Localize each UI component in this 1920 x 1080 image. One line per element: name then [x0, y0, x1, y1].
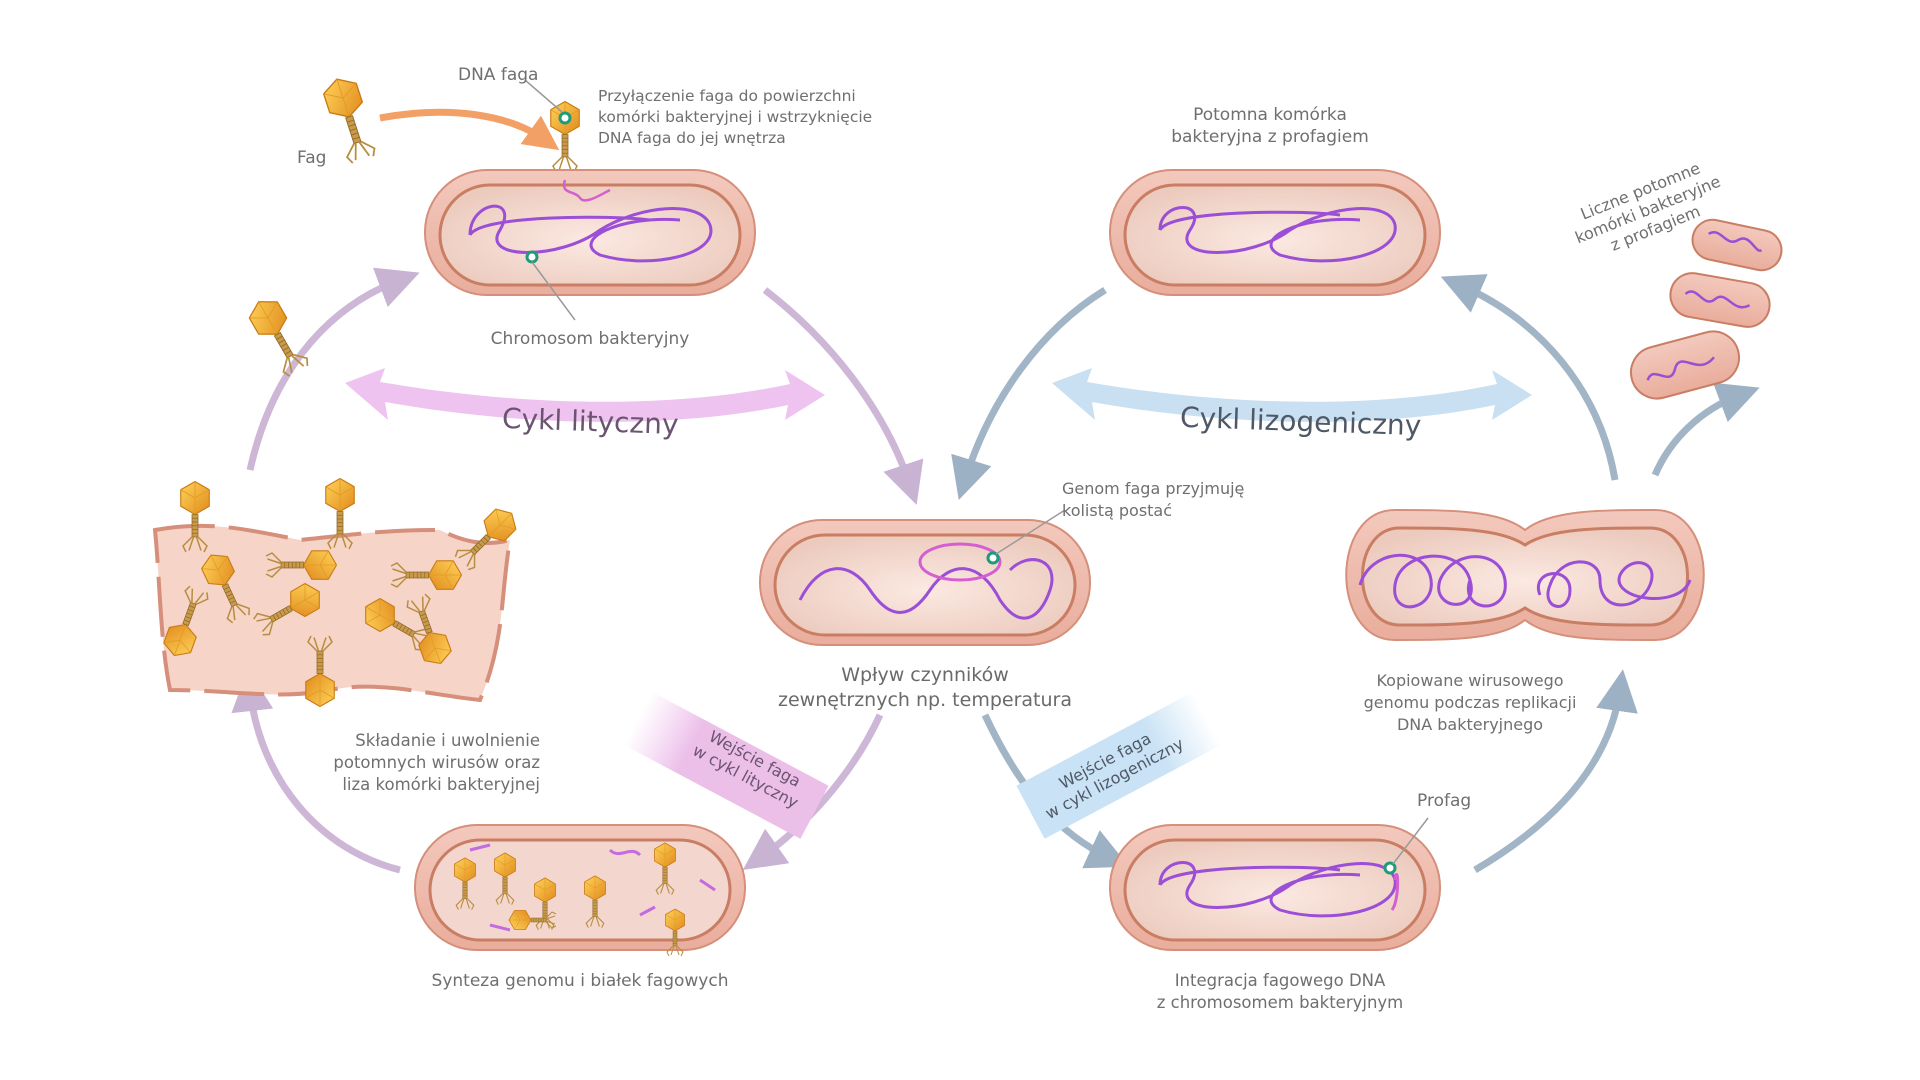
cell-circular-genome [759, 509, 1091, 646]
entry-lytic-band [623, 691, 829, 839]
label-daughter-cell: Potomna komórka bakteryjna z profagiem [1171, 105, 1369, 147]
cell-attachment [424, 169, 756, 321]
lytic-cycle-banner [345, 368, 825, 422]
arrow-integration-to-copying [1473, 669, 1638, 874]
arrow-lysis-to-attachment [246, 267, 420, 471]
arrow-synthesis-to-lysis [231, 669, 401, 874]
cell-dividing [1345, 508, 1705, 642]
infection-arrow [379, 108, 560, 151]
label-synthesis: Synteza genomu i białek fagowych [431, 971, 729, 991]
label-attachment: Przyłączenie faga do powierzchni komórki… [598, 87, 873, 147]
label-external-factors: Wpływ czynników zewnętrznych np. tempera… [778, 664, 1072, 711]
phage-dna-marker [558, 111, 572, 125]
arrow-external-to-synthesis [742, 713, 884, 871]
arrow-copying-to-daughter [1440, 274, 1619, 481]
label-integration: Integracja fagowego DNA z chromosomem ba… [1156, 971, 1404, 1012]
cells-many-daughters [1629, 218, 1783, 400]
arrow-attachment-to-external [762, 287, 924, 505]
label-prophage: Profag [1417, 791, 1472, 811]
arrow-daughter-to-external [951, 287, 1107, 501]
dna-faga-pointer [524, 79, 563, 113]
arrow-copying-to-many [1651, 382, 1760, 477]
cell-daughter-prophage [1109, 169, 1441, 296]
free-phage [319, 72, 381, 166]
cell-integration [1109, 817, 1441, 951]
cell-lysis [152, 477, 523, 708]
label-dna-faga: DNA faga [458, 65, 539, 85]
lytic-cycle-arrows [231, 267, 924, 874]
label-circular-genome: Genom faga przyjmuję kolistą postać [1062, 479, 1245, 520]
cell-synthesis [414, 824, 746, 957]
title-lytic-cycle: Cykl lityczny [501, 401, 680, 442]
released-phage [243, 292, 314, 380]
label-assembly-release: Składanie i uwolnienie potomnych wirusów… [333, 731, 540, 794]
entry-lysogenic-band [1016, 691, 1222, 839]
label-fag: Fag [297, 148, 327, 168]
label-chromosome: Chromosom bakteryjny [490, 329, 690, 349]
label-copying-genome: Kopiowane wirusowego genomu podczas repl… [1363, 671, 1577, 734]
lysogenic-cycle-banner [1052, 368, 1532, 422]
